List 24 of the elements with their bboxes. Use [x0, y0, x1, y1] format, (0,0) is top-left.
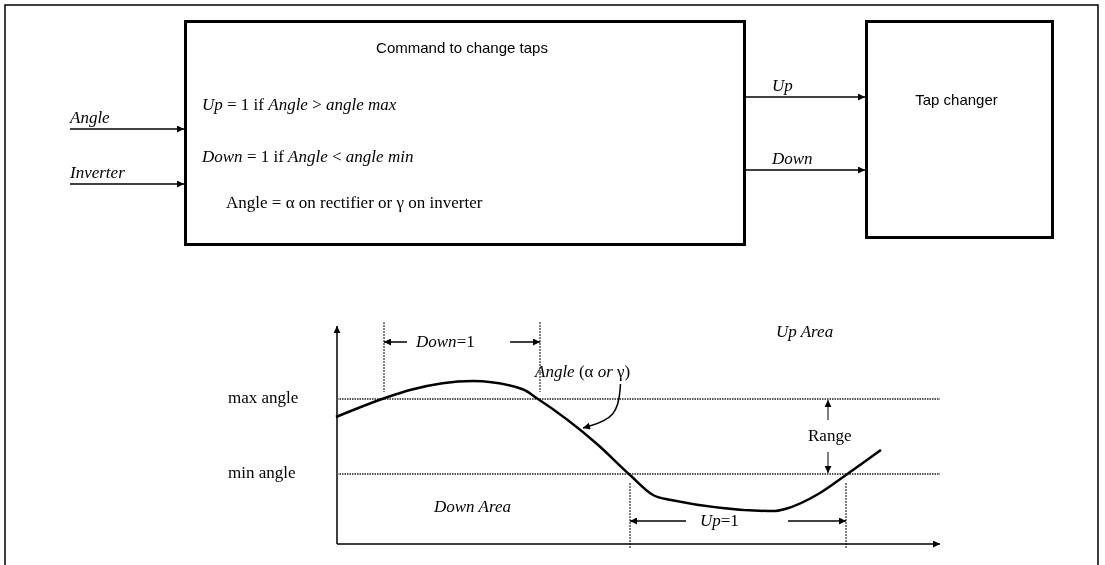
- arrow: [745, 93, 866, 101]
- arrow: [69, 180, 185, 188]
- condition-text: Down = 1 if Angle < angle min: [202, 147, 414, 167]
- arrow: [69, 125, 185, 133]
- arrow: [745, 166, 866, 174]
- leader-line: [582, 383, 622, 430]
- axis-label: max angle: [228, 388, 299, 408]
- condition-text: Up = 1 if Angle > angle max: [202, 95, 397, 115]
- edge-label: Down: [772, 149, 813, 169]
- axis-label: min angle: [228, 463, 296, 483]
- dimension-label: Down=1: [416, 332, 475, 352]
- area-label: Up Area: [776, 322, 834, 342]
- edge-label: Up: [772, 76, 793, 96]
- area-label: Down Area: [434, 497, 511, 517]
- edge-label: Angle: [70, 108, 110, 128]
- box-title: Command to change taps: [375, 39, 549, 56]
- dimension-label: Up=1: [700, 511, 739, 531]
- curve-label: Angle (α or γ): [535, 362, 631, 382]
- angle-curve: [335, 379, 882, 513]
- edge-label: Inverter: [70, 163, 125, 183]
- box-title: Tap changer: [914, 91, 999, 108]
- note-text: Angle = α on rectifier or γ on inverter: [226, 193, 483, 213]
- process-box: [865, 20, 1054, 239]
- process-box: [184, 20, 746, 246]
